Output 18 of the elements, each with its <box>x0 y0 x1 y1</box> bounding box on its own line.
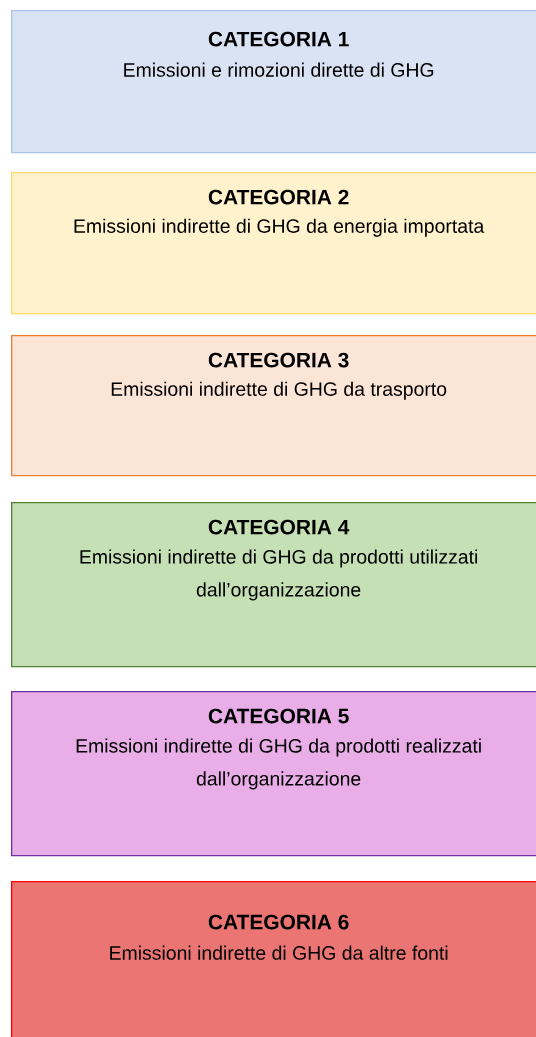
box-text: Emissioni e rimozioni dirette di GHG <box>124 62 434 77</box>
box-heading: CATEGORIA 4 <box>208 519 350 535</box>
category-box <box>11 10 536 154</box>
category-box <box>11 502 536 668</box>
box-text: Emissioni indirette di GHG da altre fonti <box>110 945 448 960</box>
category-box <box>11 691 536 857</box>
box-heading: CATEGORIA 5 <box>208 708 349 724</box>
box-heading: CATEGORIA 3 <box>208 352 349 368</box>
box-text: Emissioni indirette di GHG da prodotti utilizzati dall’organizzazione <box>80 549 477 601</box>
box-text: Emissioni indirette di GHG da energia importata <box>74 218 485 237</box>
box-heading: CATEGORIA 1 <box>208 31 349 47</box>
category-box <box>11 335 536 477</box>
box-text: Emissioni indirette di GHG da prodotti realizzati dall’organizzazione <box>76 738 481 790</box>
category-box <box>11 172 536 315</box>
box-heading: CATEGORIA 6 <box>208 914 349 930</box>
category-box <box>11 881 536 1037</box>
box-text: Emissioni indirette di GHG da trasporto <box>111 381 447 400</box>
box-heading: CATEGORIA 2 <box>208 189 349 205</box>
